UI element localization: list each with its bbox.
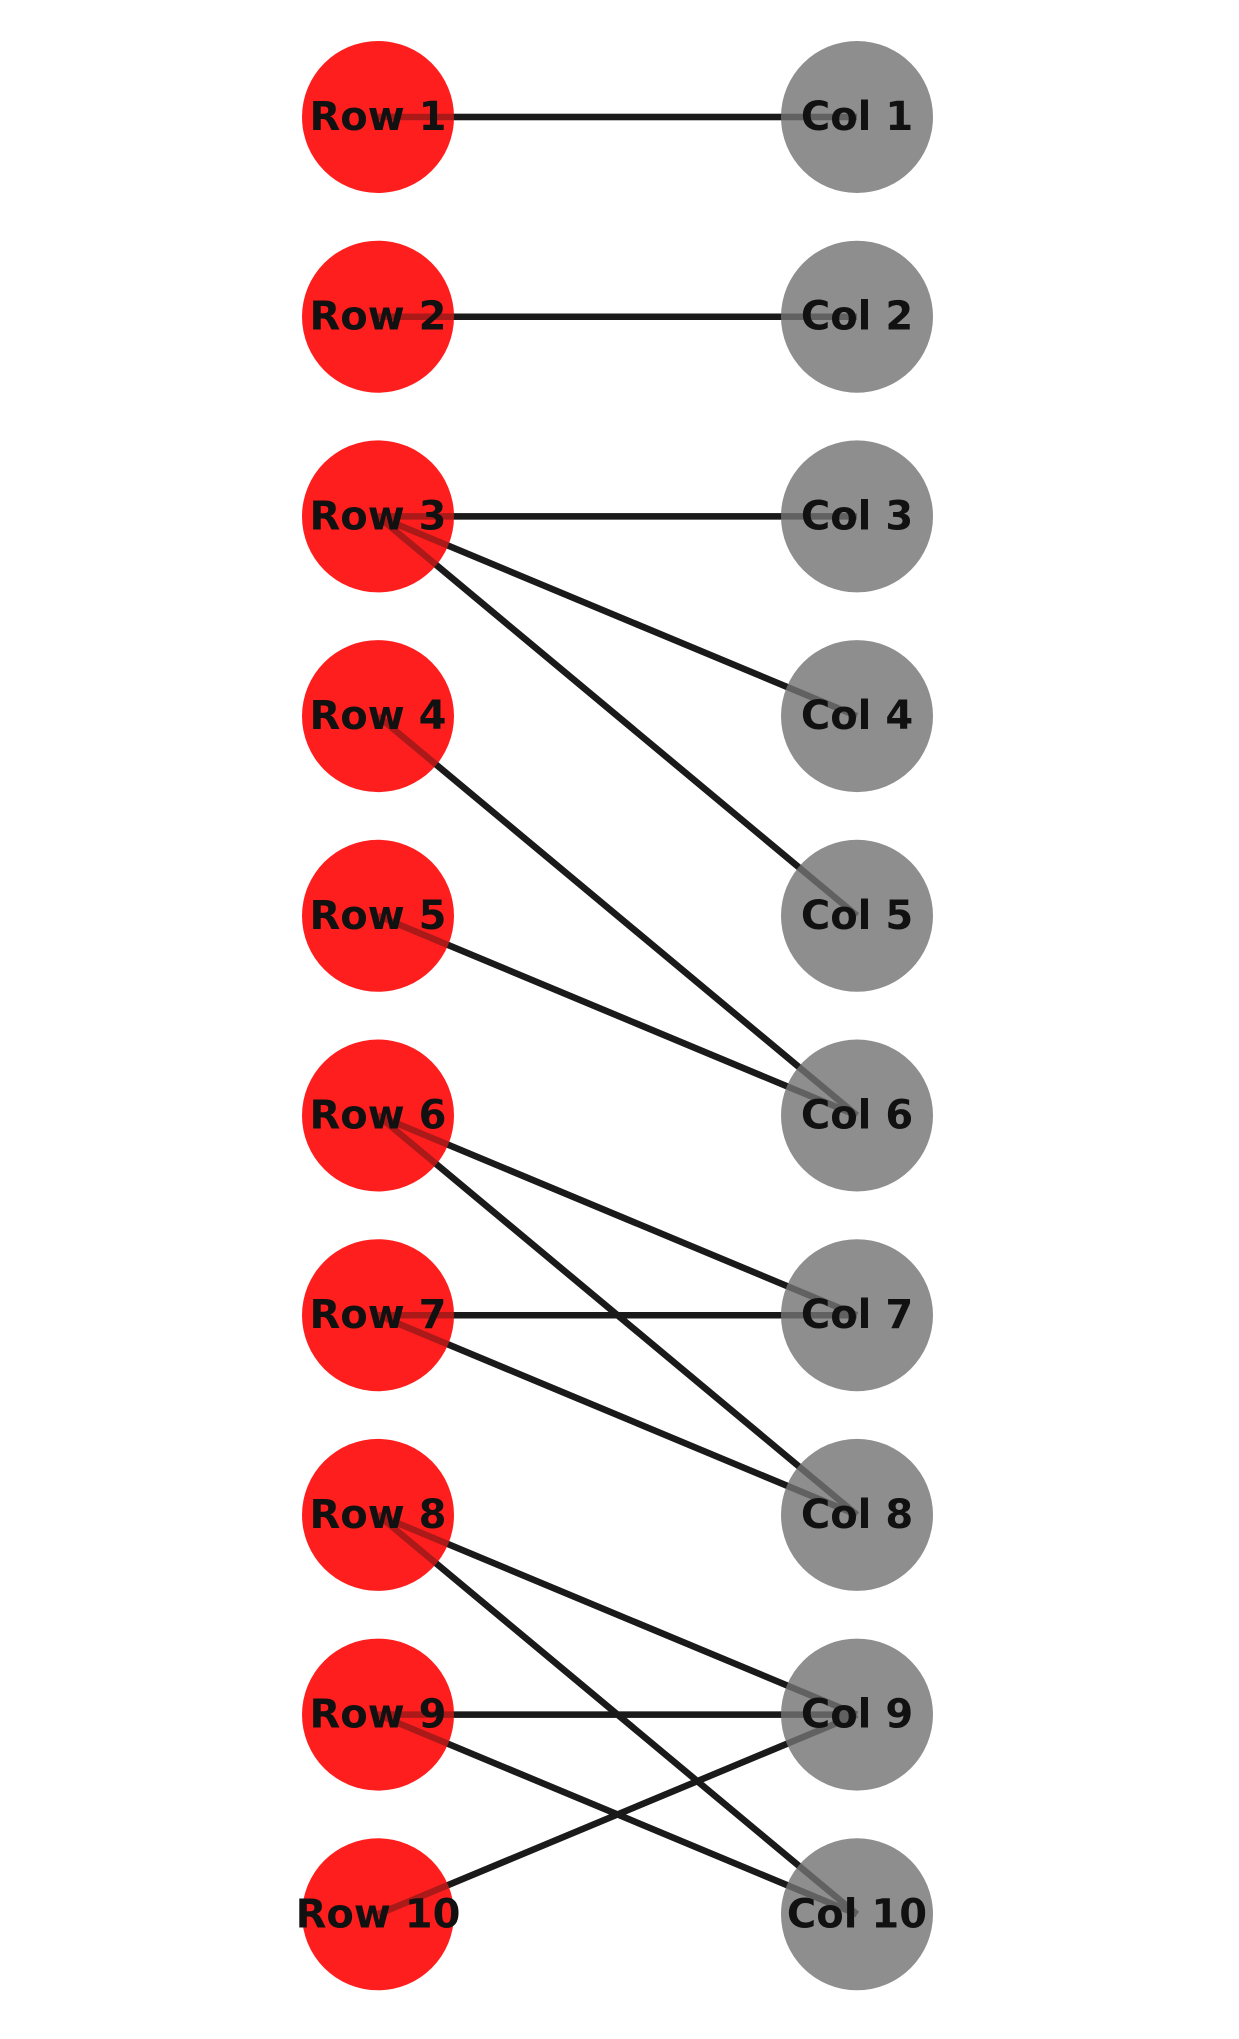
- row-node-9: [302, 1638, 454, 1791]
- row-node-label: Row 2: [310, 294, 447, 340]
- col-node-circle: [781, 640, 933, 793]
- labels-layer: Row 1 Row 2 Row 3 Row 4 Row 5 Row 6 Row 7 Row 8…: [296, 94, 927, 1937]
- edge-r9-c10-overlay: [376, 1711, 859, 1918]
- edge-r6-c7: [376, 1112, 859, 1319]
- edges-layer: [375, 113, 860, 1918]
- col-node-label: Col 10: [787, 1891, 927, 1937]
- row-node-circle: [302, 839, 454, 992]
- row-node-7: [302, 1239, 454, 1392]
- row-node-circle: [302, 1438, 454, 1591]
- col-node-label: Col 5: [801, 893, 913, 939]
- edge-r8-c10-overlay: [375, 1512, 860, 1917]
- col-node-3: [781, 440, 933, 593]
- row-node-1: [302, 41, 454, 193]
- edge-r3-c5: [375, 513, 860, 919]
- row-node-circle: [302, 1638, 454, 1791]
- edge-r10-c9: [376, 1711, 859, 1918]
- edge-r4-c6-overlay: [375, 713, 860, 1118]
- edge-r5-c6: [376, 912, 859, 1119]
- row-node-label: Row 3: [310, 493, 447, 539]
- row-node-6: [302, 1039, 454, 1192]
- row-node-label: Row 6: [310, 1093, 447, 1139]
- edge-r3-c4-overlay: [376, 513, 859, 720]
- row-node-label: Row 7: [310, 1292, 447, 1338]
- col-node-5: [781, 839, 933, 992]
- col-node-circle: [781, 1638, 933, 1791]
- col-node-8: [781, 1438, 933, 1591]
- row-node-circle: [302, 640, 454, 793]
- col-node-label: Col 2: [801, 294, 913, 340]
- col-node-label: Col 9: [801, 1692, 913, 1738]
- edge-r7-c8: [376, 1312, 859, 1518]
- edge-r10-c9-overlay: [376, 1711, 859, 1918]
- edge-r8-c9-overlay: [376, 1511, 859, 1718]
- col-node-circle: [781, 1438, 933, 1591]
- col-node-circle: [781, 440, 933, 593]
- row-node-label: Row 4: [310, 693, 447, 739]
- row-node-circle: [302, 1239, 454, 1392]
- row-node-circle: [302, 41, 454, 193]
- row-node-4: [302, 640, 454, 793]
- edge-r5-c6-overlay: [376, 912, 859, 1119]
- row-node-5: [302, 839, 454, 992]
- col-node-4: [781, 640, 933, 793]
- edge-r4-c6: [375, 713, 860, 1118]
- col-node-circle: [781, 1838, 933, 1991]
- row-node-label: Row 8: [310, 1492, 447, 1538]
- col-node-9: [781, 1638, 933, 1791]
- edge-r7-c8-overlay: [376, 1312, 859, 1518]
- col-node-label: Col 4: [801, 693, 913, 739]
- col-node-label: Col 1: [801, 94, 913, 140]
- col-node-1: [781, 41, 933, 193]
- col-node-circle: [781, 1039, 933, 1192]
- col-node-circle: [781, 839, 933, 992]
- col-node-circle: [781, 41, 933, 193]
- col-node-circle: [781, 240, 933, 393]
- row-node-circle: [302, 240, 454, 393]
- row-node-3: [302, 440, 454, 593]
- row-node-label: Row 5: [310, 893, 447, 939]
- row-node-circle: [302, 440, 454, 593]
- col-node-label: Col 7: [801, 1292, 913, 1338]
- row-node-label: Row 10: [296, 1891, 461, 1937]
- nodes-layer: [302, 41, 933, 1991]
- col-node-label: Col 6: [801, 1093, 913, 1139]
- row-node-label: Row 1: [310, 94, 447, 140]
- row-node-2: [302, 240, 454, 393]
- col-node-2: [781, 240, 933, 393]
- edge-r8-c9: [376, 1511, 859, 1718]
- row-node-8: [302, 1438, 454, 1591]
- col-node-10: [781, 1838, 933, 1991]
- col-node-circle: [781, 1239, 933, 1392]
- col-node-label: Col 8: [801, 1492, 913, 1538]
- edge-r3-c4: [376, 513, 859, 720]
- edge-r6-c8-overlay: [375, 1113, 860, 1518]
- row-node-circle: [302, 1039, 454, 1192]
- edges-overlay: [375, 113, 860, 1918]
- row-node-10: [302, 1838, 454, 1991]
- edge-r6-c7-overlay: [376, 1112, 859, 1319]
- col-node-label: Col 3: [801, 493, 913, 539]
- row-node-label: Row 9: [310, 1692, 447, 1738]
- col-node-7: [781, 1239, 933, 1392]
- edge-r3-c5-overlay: [375, 513, 860, 919]
- row-node-circle: [302, 1838, 454, 1991]
- col-node-6: [781, 1039, 933, 1192]
